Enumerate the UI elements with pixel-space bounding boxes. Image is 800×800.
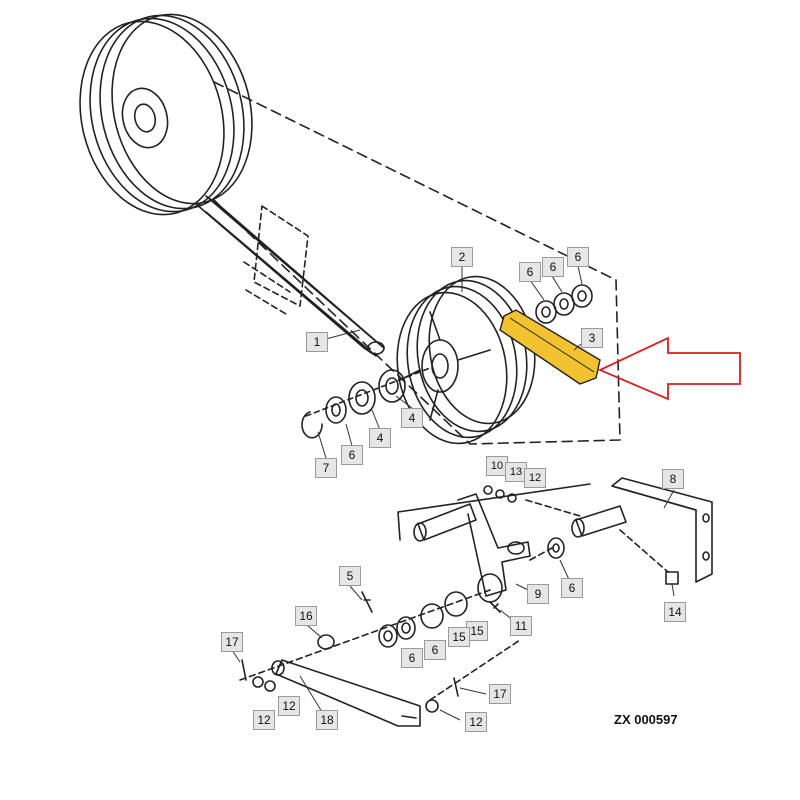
callout-16: 16 [295, 606, 317, 626]
callout-4a: 4 [401, 408, 423, 428]
callout-9: 9 [527, 584, 549, 604]
figure-id: ZX 000597 [614, 712, 678, 727]
dashed-bracket [243, 205, 309, 315]
callout-12d: 12 [465, 712, 487, 732]
callout-17b: 17 [489, 684, 511, 704]
highlighted-bar [499, 309, 601, 385]
belt-bar [195, 195, 385, 357]
washer-set-top [535, 284, 593, 324]
callout-6g: 6 [401, 648, 423, 668]
lower-link [241, 639, 521, 727]
callout-17a: 17 [221, 632, 243, 652]
leader-lines [231, 265, 675, 721]
callout-10: 10 [486, 456, 508, 476]
callout-2: 2 [451, 247, 473, 267]
callout-6e: 6 [561, 578, 583, 598]
callout-7: 7 [315, 458, 337, 478]
callout-5: 5 [339, 566, 361, 586]
mount-bracket [525, 477, 713, 585]
callout-12c: 12 [253, 710, 275, 730]
callout-12b: 12 [278, 696, 300, 716]
callout-1: 1 [306, 332, 328, 352]
bearing-stack-lower [239, 589, 501, 681]
callout-12a: 12 [524, 468, 546, 488]
callout-6a: 6 [341, 445, 363, 465]
callout-4b: 4 [369, 428, 391, 448]
callout-6d: 6 [567, 247, 589, 267]
callout-13: 13 [505, 462, 527, 482]
callout-15a: 15 [466, 621, 488, 641]
callout-15b: 15 [448, 627, 470, 647]
callout-6c: 6 [542, 257, 564, 277]
idler-arm [397, 483, 591, 603]
callout-3: 3 [581, 328, 603, 348]
center-pulley [396, 275, 536, 445]
callout-14: 14 [664, 602, 686, 622]
large-pulley [79, 13, 253, 216]
bearing-stack [301, 367, 431, 439]
fastener-group-top [483, 485, 517, 503]
callout-18: 18 [316, 710, 338, 730]
callout-6b: 6 [519, 262, 541, 282]
pointer-arrow [597, 336, 741, 401]
belt-outline-dashed [213, 81, 621, 445]
callout-8: 8 [662, 469, 684, 489]
callout-6f: 6 [424, 640, 446, 660]
callout-11: 11 [510, 616, 532, 636]
